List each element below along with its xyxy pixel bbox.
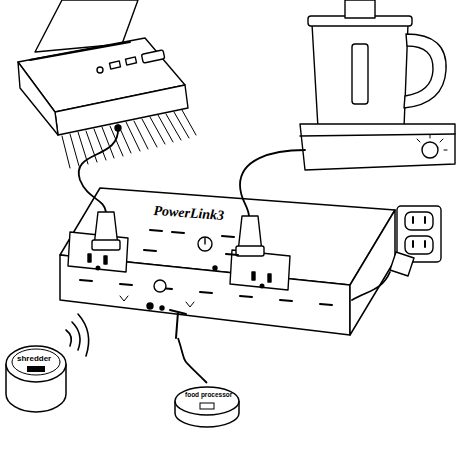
- speed-dial: [422, 142, 438, 158]
- panel-dashes: [80, 230, 332, 305]
- left-plug: [94, 212, 118, 246]
- processor-handle: [404, 34, 446, 108]
- input-jack: [147, 303, 153, 309]
- shredder-cord: [79, 128, 118, 212]
- box-side: [350, 210, 395, 335]
- input-jack: [160, 306, 164, 310]
- feed-tube: [345, 0, 375, 18]
- button-inner: [12, 349, 60, 375]
- wall-slots: [413, 217, 425, 247]
- button-tag: [200, 403, 214, 409]
- left-outlet: [68, 232, 128, 272]
- right-outlet: [230, 250, 290, 290]
- dial-ticks: [417, 135, 447, 150]
- paper-sheet: [35, 0, 138, 52]
- shredder-front: [55, 85, 188, 135]
- box-front: [60, 255, 350, 335]
- shredder-top: [18, 38, 185, 112]
- left-plug-face: [92, 240, 120, 250]
- wireless-signal: [66, 314, 89, 356]
- right-plug-face: [236, 246, 264, 256]
- outlet-ground: [260, 284, 264, 288]
- remote-button: shredder: [2, 328, 70, 420]
- shredder-light: [97, 67, 103, 73]
- shredder-port: [115, 125, 121, 131]
- blade-shaft: [352, 44, 368, 104]
- timer-knob: [198, 237, 212, 251]
- button-top: [175, 387, 239, 415]
- wall-cord: [352, 272, 390, 300]
- outlet-slot: [252, 272, 255, 280]
- outlet-slot: [104, 256, 107, 264]
- wall-plug: [390, 252, 414, 276]
- node-outline: [58, 186, 398, 338]
- outlet-ground: [96, 266, 100, 270]
- cable-connector: [178, 338, 207, 383]
- shredder-switch: [141, 50, 164, 63]
- paper-shreds: [62, 110, 196, 168]
- base-edge: [300, 134, 455, 136]
- wall-receptacle: [405, 212, 433, 230]
- processor-cord: [240, 150, 305, 216]
- control-box: PowerLink3: [58, 186, 398, 338]
- button-label: shredder: [17, 355, 51, 363]
- processor-lid: [308, 16, 412, 26]
- processor-jar: [312, 24, 408, 128]
- paper-slot: [30, 42, 130, 60]
- shredder-side: [18, 62, 58, 135]
- wall-plate: [397, 206, 441, 262]
- indicator-dot: [213, 266, 217, 270]
- jack-plug: [170, 310, 186, 338]
- processor-base: [300, 124, 455, 170]
- button-top: [6, 346, 66, 382]
- knob-pointer: [204, 238, 205, 244]
- button-label: food processor: [185, 392, 232, 399]
- shredder-button: [109, 61, 120, 69]
- node-outline: [2, 328, 70, 420]
- node-outline: [172, 383, 242, 431]
- button-tag: [27, 366, 45, 372]
- wall-receptacle: [405, 236, 433, 254]
- outlet-slot: [268, 274, 271, 282]
- front-knob: [154, 280, 166, 292]
- remote-button: food processor: [172, 383, 242, 431]
- outlet-slot: [88, 254, 91, 262]
- right-plug: [238, 216, 262, 252]
- front-arrows: [120, 296, 194, 307]
- shredder-button: [125, 57, 136, 65]
